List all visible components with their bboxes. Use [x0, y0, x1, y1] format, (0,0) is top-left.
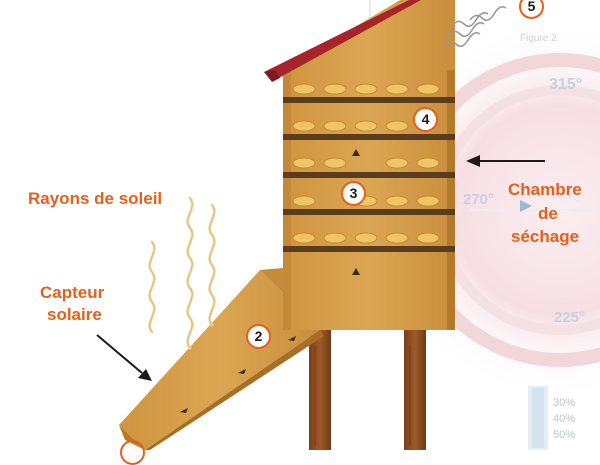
legend-percent-50: 50%: [553, 429, 576, 441]
tray: [283, 195, 455, 215]
dryer-legs: [309, 330, 426, 450]
label-collector-line2: solaire: [47, 305, 102, 324]
pointer-arrows: [96, 155, 545, 381]
background-legend-bar: [528, 386, 548, 450]
exhaust-air-waves: [443, 6, 507, 48]
legend-percent-40: 40%: [553, 413, 576, 425]
marker-partial: [120, 440, 145, 465]
solar-dryer-diagram: Figure 2 315° 270° 225° 30% 40% 50% Rayo…: [28, 0, 600, 465]
label-sun-rays: Rayons de soleil: [28, 189, 163, 208]
label-chamber-line1: Chambre: [508, 180, 582, 199]
label-collector-line1: Capteur: [40, 283, 105, 302]
marker-5: 5: [519, 0, 544, 19]
legend-percent-30: 30%: [553, 397, 576, 409]
sun-ray-squiggles-outline: [149, 197, 215, 349]
label-chamber-line2: de: [538, 204, 558, 223]
tray: [283, 232, 455, 252]
marker-4: 4: [413, 107, 438, 132]
dryer-roof: [264, 0, 455, 82]
drying-trays: [283, 83, 455, 252]
marker-2: 2: [246, 324, 271, 349]
compass-angle-315: 315°: [549, 76, 583, 93]
figure-caption: Figure 2: [520, 33, 557, 44]
tray: [283, 83, 455, 103]
diagram-artwork: [96, 0, 600, 450]
sun-ray-squiggles: [148, 196, 216, 350]
tray: [283, 120, 455, 140]
tray: [283, 157, 455, 178]
compass-angle-270: 270°: [463, 191, 495, 208]
label-chamber-line3: séchage: [511, 227, 580, 246]
compass-angle-225: 225°: [554, 309, 586, 326]
marker-3: 3: [341, 181, 366, 206]
